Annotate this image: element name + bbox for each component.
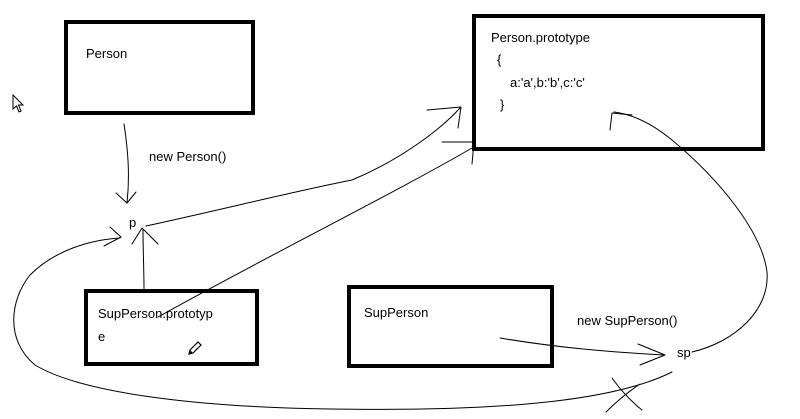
arrowhead-sp-to-person-prototype [609, 112, 633, 131]
p-node-label: p [129, 215, 137, 230]
person-prototype-label: Person.prototype [491, 30, 591, 45]
new-supperson-edge-label: new SupPerson() [577, 313, 678, 328]
arrow-p-to-person-prototype [145, 107, 461, 227]
arrowhead-supproto-to-person-prototype [441, 141, 475, 165]
sp-node-label: sp [677, 345, 691, 360]
new-person-edge-label: new Person() [149, 149, 227, 164]
person-prototype-content: a:'a',b:'b',c:'c' [510, 75, 585, 90]
arrowhead-p-to-person-prototype [426, 106, 462, 129]
supperson-prototype-label-line1: SupPerson.prototyp [98, 306, 213, 321]
pencil-icon [188, 341, 202, 355]
arrow-sp-loop-to-p [13, 237, 673, 410]
arrow-supproto-to-p [142, 229, 145, 291]
arrow-supproto-to-person-prototype [157, 147, 473, 318]
person-label: Person [86, 46, 128, 61]
person-box [64, 20, 255, 115]
person-prototype-open-brace: { [497, 52, 502, 67]
arrow-supperson-to-sp [499, 337, 665, 356]
cursor-arrow-icon [12, 94, 25, 113]
arrowhead-person-to-p [115, 191, 137, 204]
supperson-box [347, 285, 554, 368]
supperson-label: SupPerson [364, 305, 429, 320]
supperson-prototype-label-line2: e [98, 329, 106, 344]
person-prototype-box [472, 14, 765, 151]
arrowhead-supperson-to-sp [637, 343, 666, 366]
person-prototype-close-brace: } [500, 97, 505, 112]
supperson-prototype-box [84, 289, 259, 366]
arrowhead-sp-loop-to-p [103, 226, 122, 247]
arrow-person-to-p [123, 123, 129, 204]
cross-out-mark [605, 377, 643, 413]
arrow-sp-to-person-prototype [613, 111, 768, 353]
arrowhead-supproto-to-p [131, 227, 159, 245]
